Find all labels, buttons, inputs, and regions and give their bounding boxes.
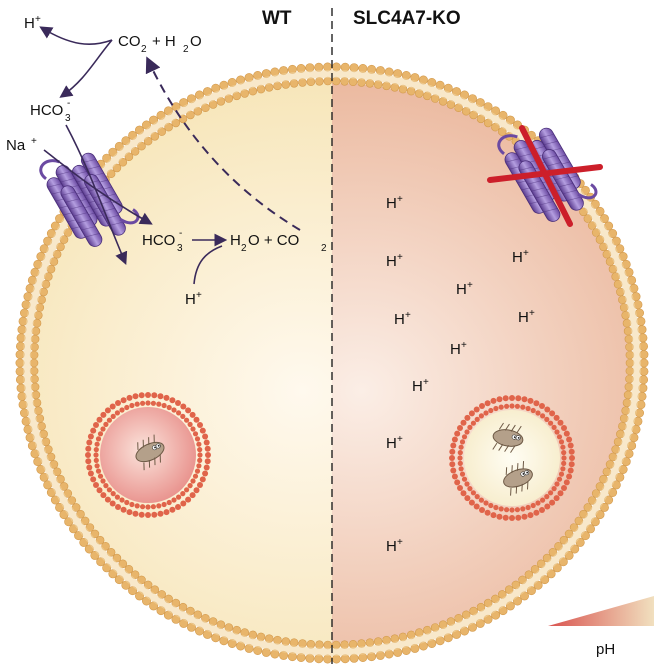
svg-text:+: + [461,340,467,351]
svg-text:2: 2 [141,44,147,55]
co2-diffusion-arrow [145,56,301,231]
svg-text:+: + [35,14,41,25]
svg-text:+: + [397,537,403,548]
svg-text:H: H [394,311,405,328]
svg-text:O: O [190,33,202,50]
svg-text:+: + [423,377,429,388]
svg-text:+ H: + H [152,33,176,50]
svg-text:-: - [179,228,182,239]
ko-h-ion: H+ [518,308,535,326]
arrow-to-h [39,26,113,46]
ko-h-ion: H+ [450,340,467,358]
svg-text:+: + [529,308,535,319]
ko-h-ion: H+ [412,377,429,395]
na-label: Na + [6,136,37,154]
svg-text:+: + [467,280,473,291]
wt-header: WT [262,8,292,29]
svg-text:H: H [518,309,529,326]
svg-text:H: H [24,15,35,32]
svg-text:+: + [31,136,37,147]
ph-label: pH [596,641,615,658]
svg-text:H: H [386,253,397,270]
hco3-extracellular-label: HCO 3 - [30,98,71,124]
ko-protons: H+H+H+H+H+H+H+H+H+H+ [386,194,535,555]
svg-text:+: + [397,434,403,445]
svg-text:H: H [386,538,397,555]
ko-h-ion: H+ [456,280,473,298]
svg-text:H: H [512,249,523,266]
bacteria-icon [492,422,524,453]
svg-text:+: + [196,290,202,301]
hco3-intracellular-label: HCO 3 - [142,228,183,254]
svg-text:2: 2 [183,44,189,55]
cross-icon [487,125,603,227]
ko-h-ion: H+ [386,252,403,270]
svg-text:3: 3 [65,113,71,124]
na-flux-arrow [43,149,153,225]
h-consumption-arrow [193,245,223,285]
ph-gradient-legend [548,596,654,626]
svg-text:H: H [230,232,241,249]
bacteria-icon [135,434,165,471]
ko-h-ion: H+ [386,434,403,452]
ko-h-ion: H+ [394,310,411,328]
svg-text:2: 2 [241,243,247,254]
wt-lysosome [85,392,211,518]
svg-text:Na: Na [6,137,26,154]
arrow-to-hco3 [59,39,113,98]
svg-text:-: - [67,98,70,109]
hco3-flux-arrow [65,124,128,265]
svg-text:O + CO: O + CO [248,232,299,249]
svg-text:H: H [185,291,196,308]
svg-text:H: H [386,195,397,212]
ko-header: SLC4A7-KO [353,8,461,29]
svg-text:H: H [412,378,423,395]
bacteria-icon [503,461,533,496]
svg-text:2: 2 [321,243,327,254]
svg-text:+: + [397,252,403,263]
svg-text:+: + [523,248,529,259]
transporter-icon [39,152,140,247]
extracellular-h-label: H + [24,14,41,32]
svg-text:H: H [386,435,397,452]
svg-text:CO: CO [118,33,141,50]
ko-h-ion: H+ [386,537,403,555]
ko-h-ion: H+ [386,194,403,212]
co2-h2o-label: CO 2 + H 2 O [118,33,202,55]
svg-text:3: 3 [177,243,183,254]
h2o-co2-label: H 2 O + CO 2 [230,232,327,254]
intracellular-h-label: H + [185,290,202,308]
ko-h-ion: H+ [512,248,529,266]
svg-text:H: H [450,341,461,358]
svg-text:+: + [405,310,411,321]
svg-text:HCO: HCO [30,102,63,119]
ko-lysosome [449,395,575,521]
svg-text:H: H [456,281,467,298]
svg-text:HCO: HCO [142,232,175,249]
svg-text:+: + [397,194,403,205]
